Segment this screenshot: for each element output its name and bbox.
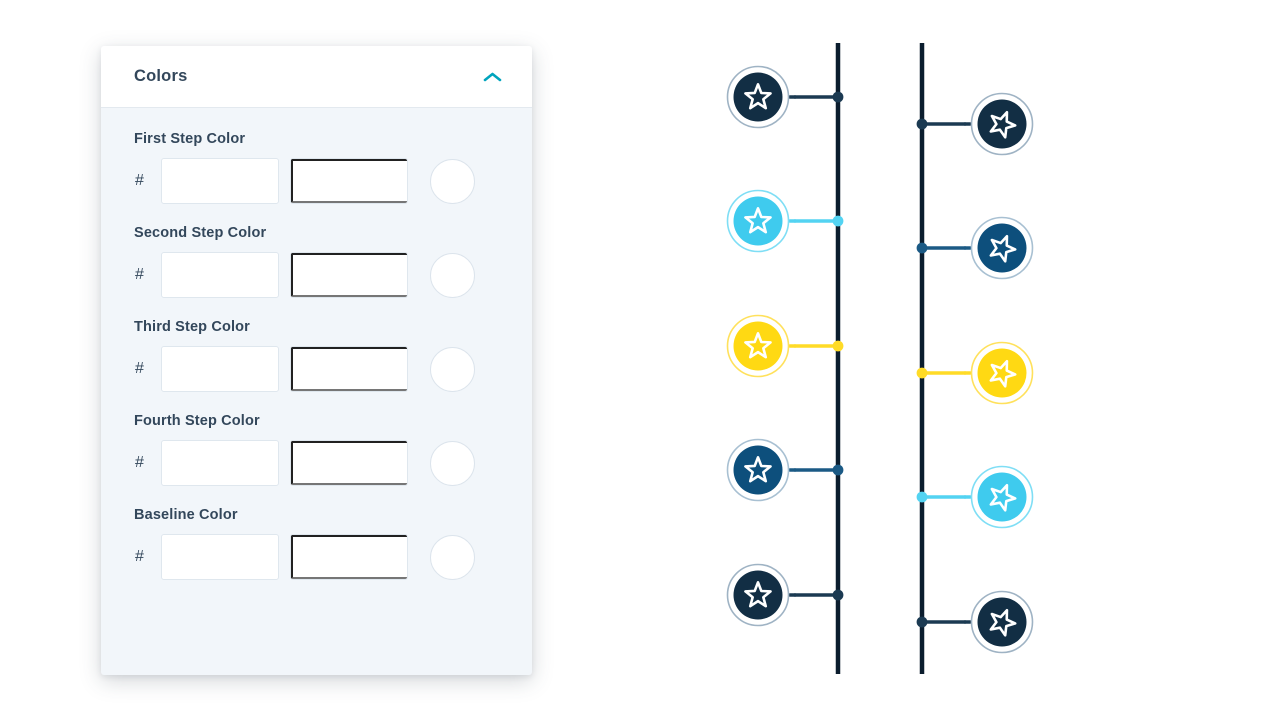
step-marker-ring (970, 590, 1034, 654)
color-field-label: Third Step Color (134, 319, 250, 335)
color-field-row: # (134, 158, 499, 204)
panel-header[interactable]: Colors (101, 46, 532, 108)
step-marker-disc[interactable] (977, 348, 1027, 398)
star-icon (989, 359, 1017, 388)
opacity-number-stepper (290, 346, 408, 392)
timeline-axis-dot[interactable] (832, 91, 844, 103)
hash-prefix-label: # (135, 360, 144, 377)
star-icon (989, 483, 1017, 512)
number-input[interactable] (291, 441, 407, 485)
step-marker-disc[interactable] (977, 223, 1027, 273)
page-title: Colors (134, 67, 188, 85)
timeline-axis-dot[interactable] (832, 215, 844, 227)
color-field-group: Third Step Color # (134, 319, 499, 392)
panel-body: First Step Color#Second Step Color#Third… (101, 108, 532, 580)
number-input[interactable] (291, 535, 407, 579)
color-field-row: # (134, 534, 499, 580)
color-swatch-preview[interactable] (430, 534, 475, 580)
step-marker-disc[interactable] (977, 472, 1027, 522)
color-field-label: Baseline Color (134, 507, 238, 523)
hex-color-input[interactable] (161, 534, 279, 580)
color-swatch-preview[interactable] (430, 346, 475, 392)
number-input[interactable] (291, 159, 407, 203)
star-icon (744, 456, 772, 483)
timeline-axis-dot[interactable] (916, 367, 928, 379)
timeline-axis-dot[interactable] (832, 589, 844, 601)
timeline-axis-dot[interactable] (916, 491, 928, 503)
step-marker-ring (970, 216, 1034, 280)
step-marker-ring (726, 438, 790, 502)
step-marker-ring (970, 341, 1034, 405)
step-marker-disc[interactable] (977, 99, 1027, 149)
color-field-group: Baseline Color # (134, 507, 499, 580)
step-marker-disc[interactable] (733, 570, 783, 620)
hash-prefix-label: # (135, 548, 144, 565)
color-field-label: Second Step Color (134, 225, 267, 241)
chevron-up-icon[interactable] (483, 71, 502, 83)
star-icon (744, 332, 772, 359)
timeline-axis-dot[interactable] (832, 464, 844, 476)
color-swatch-preview[interactable] (430, 440, 475, 486)
step-marker-ring (726, 65, 790, 129)
step-marker-ring (970, 465, 1034, 529)
step-marker-disc[interactable] (977, 597, 1027, 647)
color-field-row: # (134, 440, 499, 486)
opacity-number-stepper (290, 158, 408, 204)
star-icon (989, 110, 1017, 139)
hash-prefix-label: # (135, 454, 144, 471)
color-field-row: # (134, 252, 499, 298)
color-field-row: # (134, 346, 499, 392)
star-icon (989, 234, 1017, 263)
hex-color-input[interactable] (161, 158, 279, 204)
color-field-group: Second Step Color # (134, 225, 499, 298)
color-swatch-preview[interactable] (430, 252, 475, 298)
color-field-label: Fourth Step Color (134, 413, 260, 429)
colors-settings-panel: Colors First Step Color#Second Step Colo… (101, 46, 532, 675)
opacity-number-stepper (290, 534, 408, 580)
star-icon (744, 581, 772, 608)
step-marker-ring (726, 314, 790, 378)
color-swatch-preview[interactable] (430, 158, 475, 204)
step-marker-disc[interactable] (733, 445, 783, 495)
hex-color-input[interactable] (161, 252, 279, 298)
step-marker-disc[interactable] (733, 321, 783, 371)
star-icon (744, 207, 772, 234)
step-marker-ring (970, 92, 1034, 156)
number-input[interactable] (291, 253, 407, 297)
star-icon (989, 608, 1017, 637)
hex-color-input[interactable] (161, 346, 279, 392)
star-icon (744, 83, 772, 110)
timeline-axis-dot[interactable] (916, 616, 928, 628)
opacity-number-stepper (290, 252, 408, 298)
step-marker-ring (726, 563, 790, 627)
color-field-group: Fourth Step Color # (134, 413, 499, 486)
hex-color-input[interactable] (161, 440, 279, 486)
hash-prefix-label: # (135, 266, 144, 283)
opacity-number-stepper (290, 440, 408, 486)
step-marker-disc[interactable] (733, 196, 783, 246)
timeline-axis-dot[interactable] (916, 242, 928, 254)
timeline-axis-dot[interactable] (832, 340, 844, 352)
step-marker-disc[interactable] (733, 72, 783, 122)
number-input[interactable] (291, 347, 407, 391)
color-field-group: First Step Color # (134, 131, 499, 204)
hash-prefix-label: # (135, 172, 144, 189)
step-marker-ring (726, 189, 790, 253)
color-field-label: First Step Color (134, 131, 246, 147)
timeline-axis-dot[interactable] (916, 118, 928, 130)
